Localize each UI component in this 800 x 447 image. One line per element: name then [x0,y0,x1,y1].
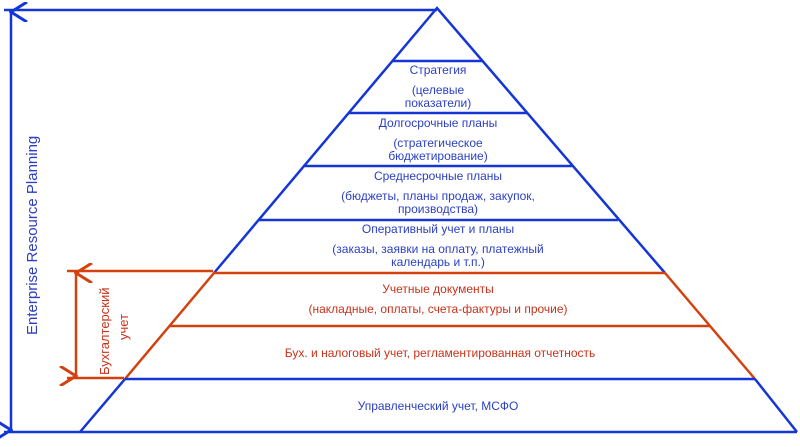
level-longterm-line2: бюджетирование) [388,149,487,163]
accounting-label-1: Бухгалтерский [97,288,112,376]
level-strategy-line2: показатели) [405,96,471,110]
level-midterm-line2: производства) [398,202,478,216]
level-operational-title: Оперативный учет и планы [362,222,514,236]
level-accounting-title: Бух. и налоговый учет, регламентированна… [285,346,596,360]
level-longterm-title: Долгосрочные планы [379,116,497,130]
pyramid-left-edge-accounting [124,272,215,380]
accounting-label-2: учет [116,314,131,340]
level-midterm-title: Среднесрочные планы [374,169,502,183]
level-documents-title: Учетные документы [382,282,494,296]
erp-label: Enterprise Resource Planning [24,136,41,335]
level-midterm-line1: (бюджеты, планы продаж, закупок, [341,189,535,203]
pyramid-left-edge-bottom [79,378,126,433]
level-strategy-line1: (целевые [412,83,465,97]
level-operational-line1: (заказы, заявки на оплату, платежный [332,242,543,256]
level-strategy-title: Стратегия [410,63,467,77]
pyramid-right-edge-bottom [754,378,798,433]
pyramid-upper-edges [213,6,666,274]
level-longterm-line1: (стратегическое [393,136,483,150]
level-management-title: Управленческий учет, МСФО [358,399,519,413]
level-operational-line2: календарь и т.п.) [391,255,485,269]
level-documents-line1: (накладные, оплаты, счета-фактуры и проч… [308,302,567,316]
